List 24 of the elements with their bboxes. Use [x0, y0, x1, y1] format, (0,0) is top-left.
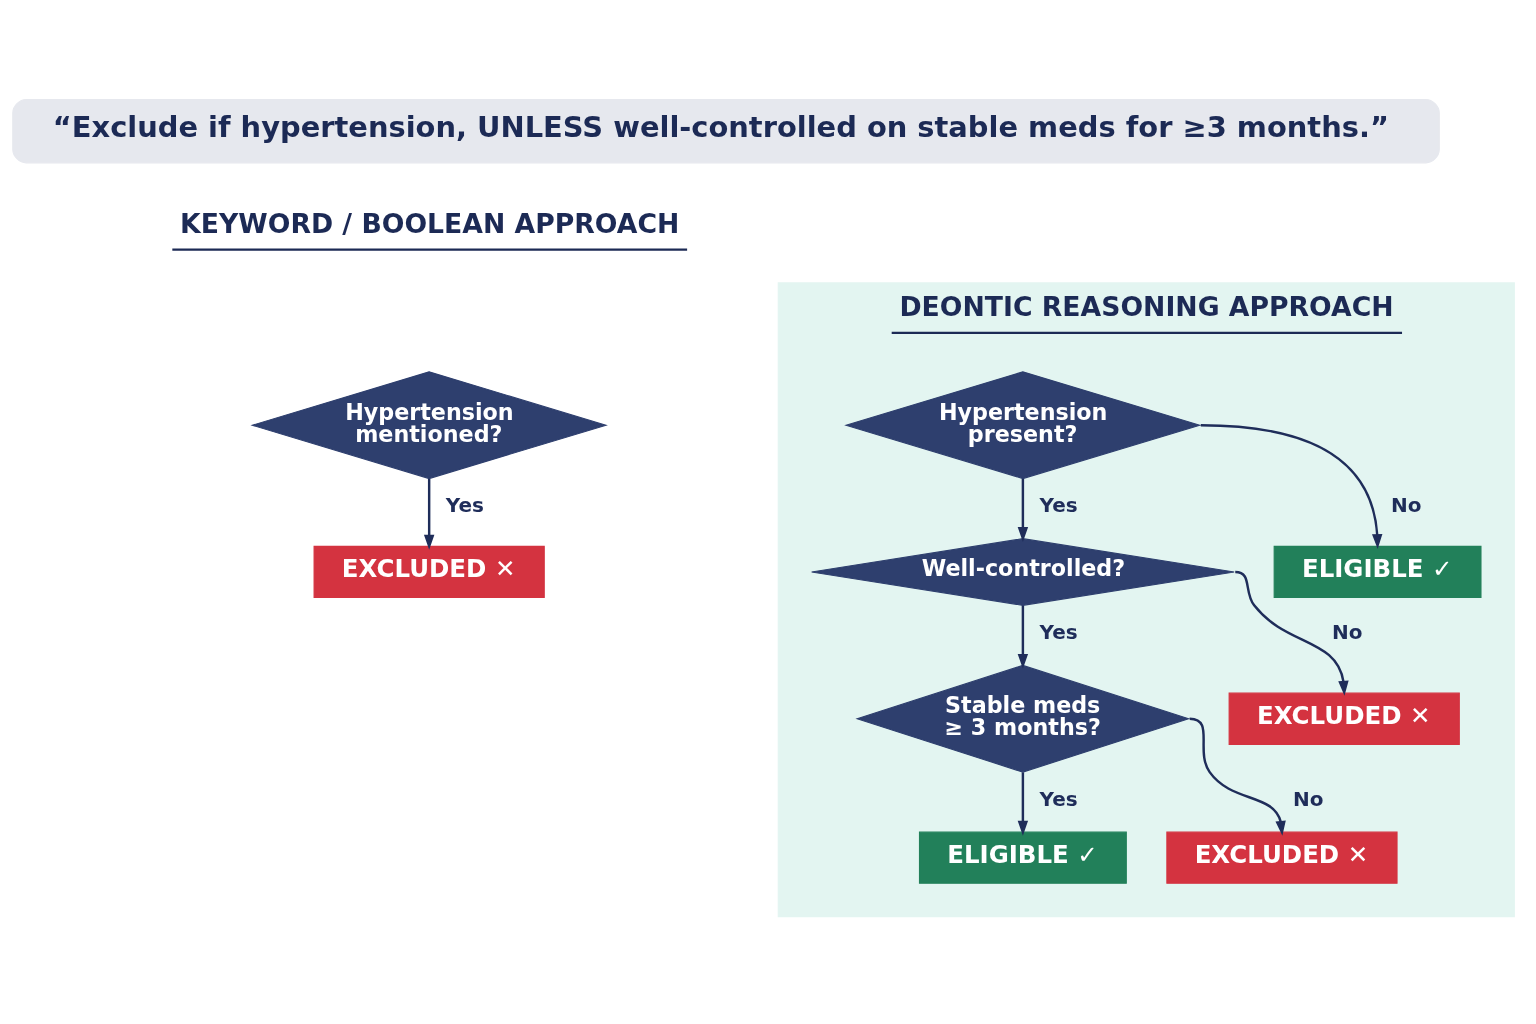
edge-label: Yes	[1039, 492, 1078, 517]
arrow	[423, 478, 435, 550]
node-box: ELIGIBLE ✓	[918, 831, 1127, 884]
arrow	[1200, 423, 1383, 549]
node-box: EXCLUDED ✕	[313, 545, 545, 598]
edge-label: Yes	[1039, 786, 1078, 811]
edge-label: No	[1331, 619, 1363, 644]
edge-label: Yes	[1039, 619, 1078, 644]
arrow	[1017, 478, 1029, 542]
arrow	[1235, 570, 1349, 696]
arrow	[1017, 605, 1029, 669]
node-box: “Exclude if hypertension, UNLESS well-controlled on stable meds for ≥3 months.”	[12, 98, 1440, 163]
node-box: ELIGIBLE ✓	[1273, 545, 1482, 598]
label: KEYWORD / BOOLEAN APPROACH	[180, 207, 680, 239]
node-diamond: Hypertension present?	[844, 370, 1202, 479]
node-diamond: Stable meds ≥ 3 months?	[855, 664, 1191, 773]
node-diamond: Well-controlled?	[811, 537, 1235, 606]
edge-label: No	[1390, 492, 1422, 517]
node-box: EXCLUDED ✕	[1166, 831, 1398, 884]
edge-label: No	[1293, 786, 1324, 811]
node-box: EXCLUDED ✕	[1228, 692, 1460, 745]
node-diamond: Hypertension mentioned?	[250, 370, 608, 479]
arrow	[1017, 771, 1029, 836]
edge-label: Yes	[445, 492, 484, 517]
